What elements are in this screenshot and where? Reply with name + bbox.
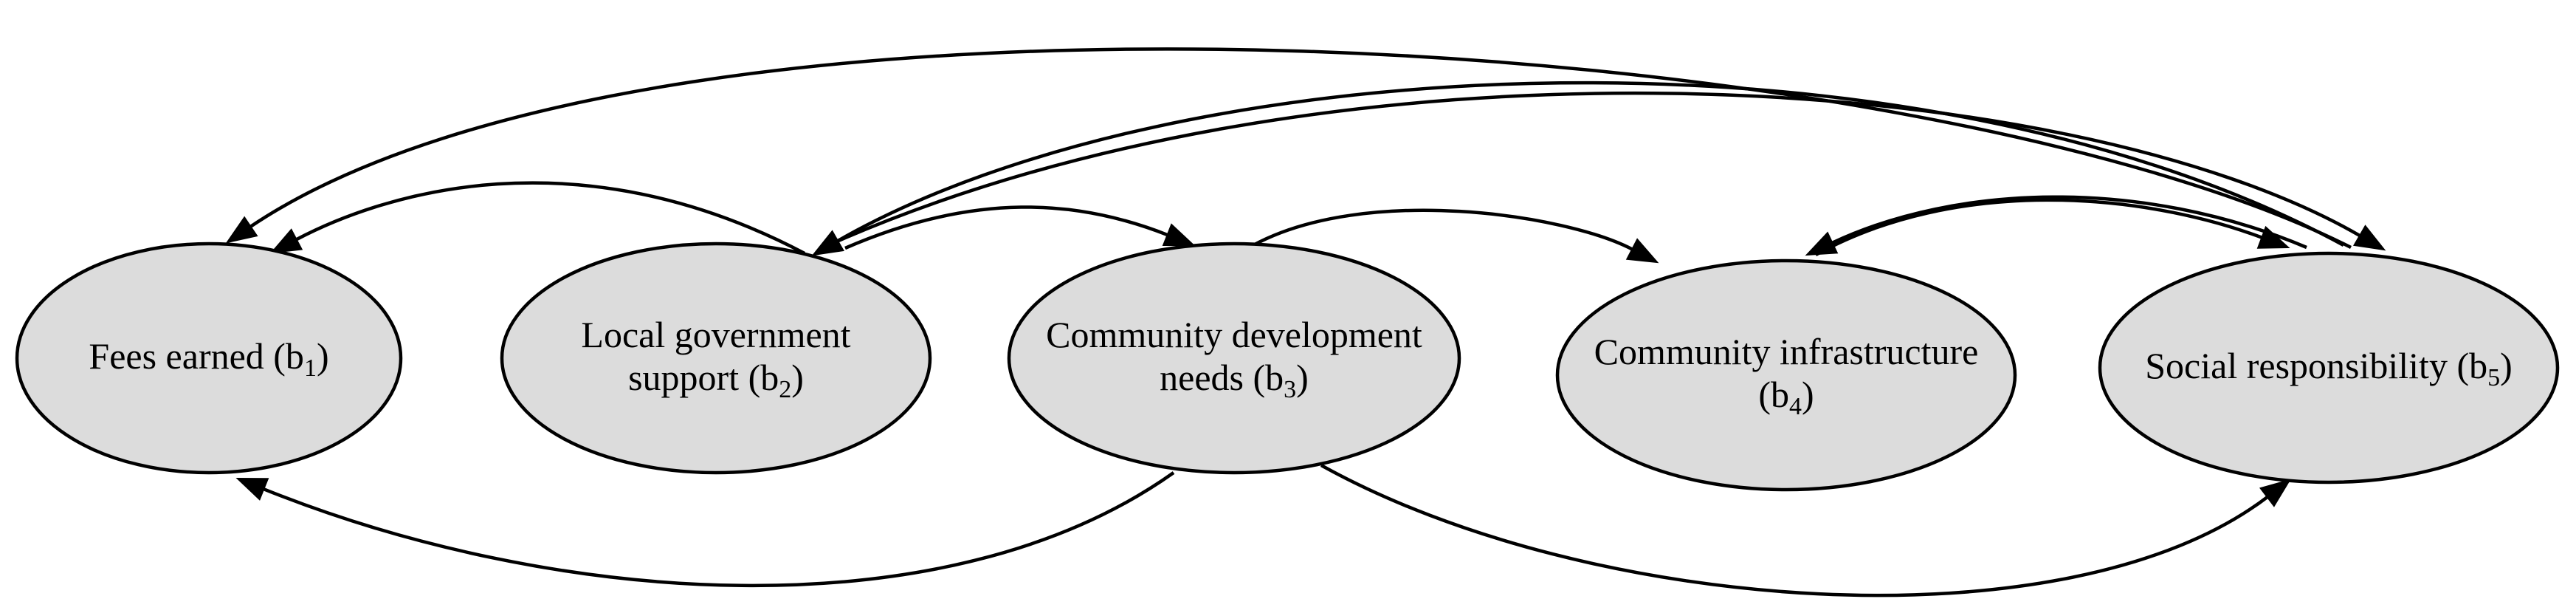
edge-b5-to-b1 [225,47,2352,250]
node-b4: Community infrastructure(b4) [1555,258,2017,492]
edge-b4-to-b5 [1814,198,2290,256]
arrowhead-icon [1625,238,1659,264]
edge-line [836,81,2345,247]
node-label-line: Community development [1046,314,1422,355]
edge-b5-to-b2 [811,81,2345,256]
edge-line [249,47,2352,250]
node-layer: Fees earned (b1) Local governmentsupport … [15,242,2560,492]
edge-b2-to-b5 [826,91,2386,251]
node-ellipse [1007,242,1461,475]
edge-line [1814,198,2263,256]
arrowhead-icon [811,230,845,256]
arrowhead-icon [2352,225,2386,251]
edge-line [263,471,1175,588]
edge-b3-to-b1 [235,471,1175,588]
arrowhead-icon [225,216,258,244]
node-label-line: Fees earned (b1) [89,335,328,382]
edge-line [826,91,2361,248]
arrowhead-icon [235,477,269,501]
edge-line [295,181,806,255]
edge-b2-to-b1 [269,181,806,255]
node-b1: Fees earned (b1) [15,242,403,475]
arrowhead-icon [1805,231,1839,256]
edge-b5-to-b4 [1805,195,2307,256]
edge-line [1320,464,2269,597]
edge-line [1831,195,2307,250]
edge-b3-to-b5 [1320,464,2292,597]
node-ellipse [2098,251,2560,484]
arrowhead-icon [1162,223,1196,247]
node-ellipse [1555,258,2017,492]
node-label-line: (b4) [1758,374,1814,420]
edge-b3-to-b4 [1252,208,1659,264]
arrowhead-icon [269,228,303,254]
node-b5: Social responsibility (b5) [2098,251,2560,484]
arrowhead-icon [2259,479,2292,507]
node-ellipse [500,242,932,475]
node-label-line: support (b2) [628,357,804,403]
node-label-line: Community infrastructure [1594,331,1979,372]
edge-b2-to-b3 [844,205,1196,250]
node-ellipse [15,242,403,475]
edge-line [844,205,1168,250]
node-label-line: needs (b3) [1160,357,1309,403]
node-label-line: Social responsibility (b5) [2145,345,2513,391]
edge-line [1252,208,1633,251]
edge-layer [225,47,2386,597]
node-label-line: Local government [581,314,850,355]
